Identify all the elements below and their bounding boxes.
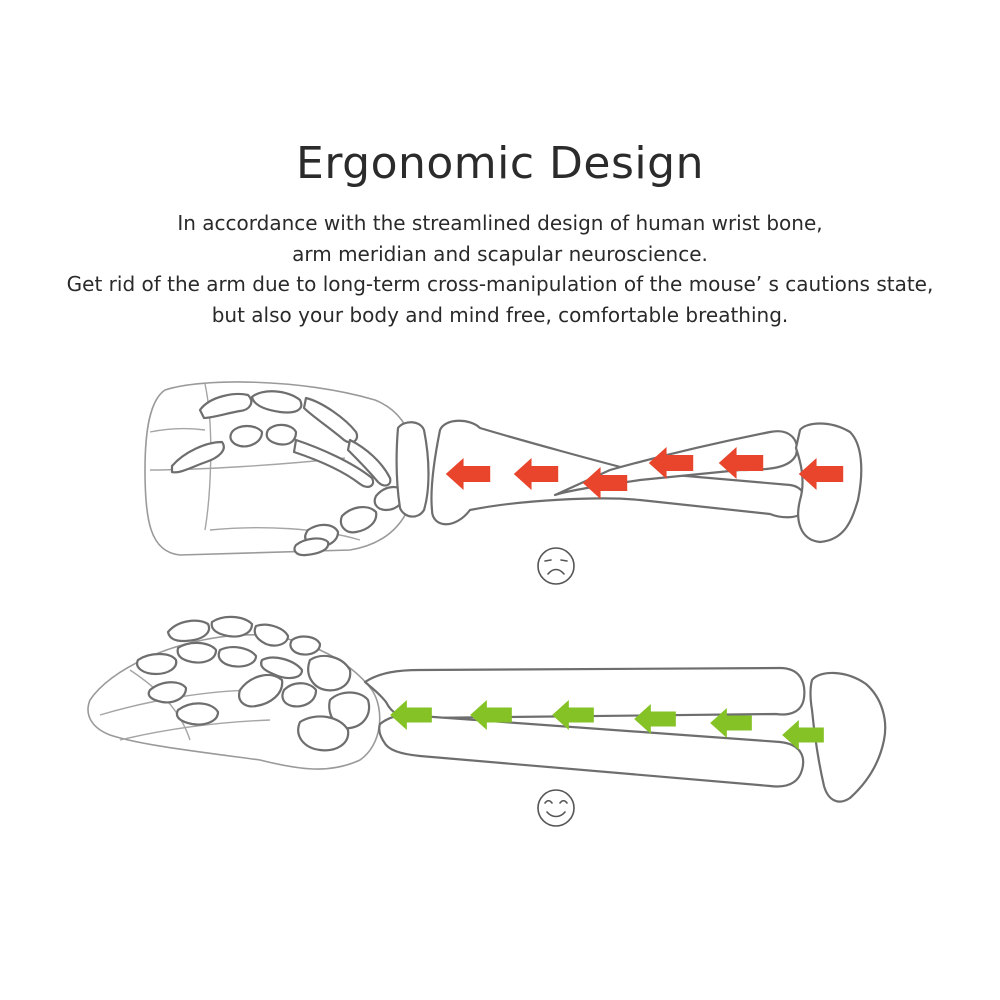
traditional-mouse-illustration xyxy=(144,381,863,585)
happy-face-icon xyxy=(537,789,575,827)
humerus-end-top xyxy=(794,422,863,544)
description-line-4: but also your body and mind free, comfor… xyxy=(211,302,789,327)
hand-bones-top xyxy=(170,390,430,557)
description-line-1: In accordance with the streamlined desig… xyxy=(177,211,823,235)
description-line-3: Get rid of the arm due to long-term cros… xyxy=(66,272,934,296)
radius-bone-straight xyxy=(363,666,806,720)
sad-face-icon xyxy=(537,547,575,585)
page-title: Ergonomic Design xyxy=(296,138,704,189)
ergonomic-mouse-illustration xyxy=(87,615,887,827)
humerus-end-bottom xyxy=(809,671,887,803)
hand-bones-bottom xyxy=(136,615,371,752)
description-line-2: arm meridian and scapular neuroscience. xyxy=(292,241,708,266)
description: In accordance with the streamlined desig… xyxy=(0,208,1000,330)
